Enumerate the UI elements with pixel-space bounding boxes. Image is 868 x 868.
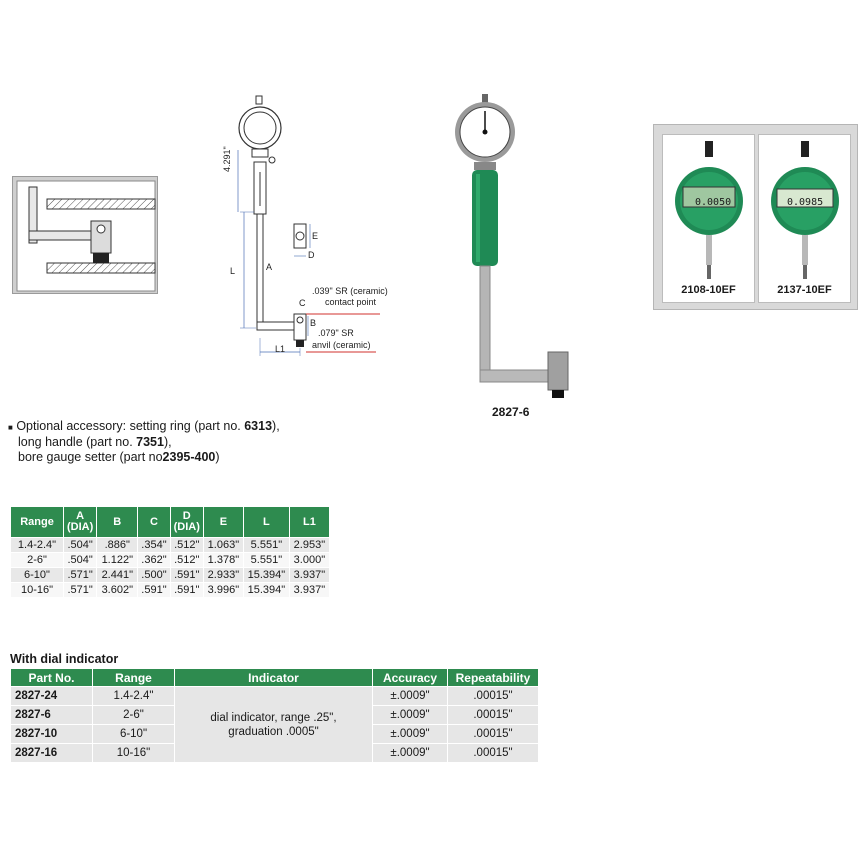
- dim-L-label: L: [230, 266, 236, 276]
- dimension-drawing: [210, 90, 400, 370]
- note-line1-part: 6313: [244, 419, 273, 433]
- anvil-callout-2: anvil (ceramic): [312, 340, 371, 350]
- table-row: 10-16".571"3.602".591".591"3.996"15.394"…: [10, 582, 330, 598]
- spec-header-d: D(DIA): [169, 506, 204, 538]
- dim-height-label: 4.291": [222, 146, 232, 172]
- digital-indicator-2137-image: [771, 141, 839, 279]
- dial-table-title: With dial indicator: [10, 652, 119, 666]
- product-photo: [440, 92, 590, 402]
- spec-header-l: L: [242, 506, 290, 538]
- spec-header-l1: L1: [288, 506, 330, 538]
- dial-header-indicator: Indicator: [174, 668, 373, 687]
- dial-header-part: Part No.: [10, 668, 93, 687]
- table-row: 1.4-2.4".504".886".354".512"1.063"5.551"…: [10, 537, 330, 553]
- spec-header-c: C: [137, 506, 171, 538]
- indicator-card-2137: 0.0985 2137-10EF: [758, 134, 851, 303]
- dim-C-label: C: [299, 298, 306, 308]
- note-line3-text: bore gauge setter (part no: [18, 450, 163, 464]
- dial-header-range: Range: [92, 668, 175, 687]
- dial-indicator-table: Part No. Range Indicator Accuracy Repeat…: [10, 668, 539, 763]
- dial-header-accuracy: Accuracy: [372, 668, 448, 687]
- dim-B-label: B: [310, 318, 317, 328]
- indicator-card-2108: 0.0050 2108-10EF: [662, 134, 755, 303]
- table-row: 6-10".571"2.441".500".591"2.933"15.394"3…: [10, 567, 330, 583]
- note-line3-part: 2395-400: [162, 450, 216, 464]
- digital-indicator-panel: 0.0050 2108-10EF 0.0985 2137-10EF: [653, 124, 858, 310]
- usage-illustration: [12, 176, 158, 294]
- note-line3-end: ): [215, 450, 220, 464]
- contact-point-callout-2: contact point: [325, 297, 377, 307]
- specification-table: Range A(DIA) B C D(DIA) E L L1 1.4-2.4".…: [10, 506, 330, 598]
- note-line1-end: ),: [272, 419, 280, 433]
- bore-gauge-outline: [237, 95, 380, 356]
- digital-indicator-2108-image: [675, 141, 743, 279]
- note-line-1: ■ Optional accessory: setting ring (part…: [8, 419, 280, 435]
- dial-header-row: Part No. Range Indicator Accuracy Repeat…: [10, 668, 539, 687]
- dim-A-label: A: [266, 262, 273, 272]
- note-line2-part: 7351: [136, 435, 164, 449]
- indicator-description: dial indicator, range .25", graduation .…: [174, 686, 373, 763]
- spec-header-b: B: [96, 506, 139, 538]
- indicator-reading-2108: 0.0050: [695, 197, 732, 208]
- note-line-2: long handle (part no. 7351),: [8, 435, 280, 450]
- indicator-model-2137: 2137-10EF: [777, 284, 832, 296]
- indicator-reading-2137: 0.0985: [787, 197, 824, 208]
- anvil-callout: .079" SR: [318, 328, 354, 338]
- table-row: 2827-16 10-16" ±.0009" .00015": [10, 743, 539, 763]
- spec-header-range: Range: [10, 506, 64, 538]
- note-line2-end: ),: [163, 435, 172, 449]
- table-row: 2827-24 1.4-2.4" dial indicator, range .…: [10, 686, 539, 763]
- note-line2-text: long handle (part no.: [18, 435, 137, 449]
- note-line-3: bore gauge setter (part no2395-400): [8, 450, 280, 465]
- indicator-model-2108: 2108-10EF: [681, 284, 736, 296]
- dial-header-repeatability: Repeatability: [447, 668, 539, 687]
- bore-cross-section-drawing: [16, 180, 156, 292]
- contact-point-callout: .039" SR (ceramic): [312, 286, 388, 296]
- dim-E-label: E: [312, 231, 319, 241]
- dim-L1-label: L1: [275, 344, 286, 354]
- dial-bore-gauge-illustration: [455, 94, 569, 398]
- table-row: 2827-6 2-6" ±.0009" .00015": [10, 705, 539, 725]
- note-line1-text: Optional accessory: setting ring (part n…: [16, 419, 245, 433]
- spec-header-a: A(DIA): [62, 506, 98, 538]
- table-row: 2827-10 6-10" ±.0009" .00015": [10, 724, 539, 744]
- optional-accessory-note: ■ Optional accessory: setting ring (part…: [8, 419, 280, 465]
- spec-header-row: Range A(DIA) B C D(DIA) E L L1: [10, 506, 330, 538]
- spec-header-e: E: [202, 506, 244, 538]
- dim-D-label: D: [308, 250, 315, 260]
- note-bullet: ■: [8, 423, 13, 432]
- table-row: 2-6".504"1.122".362".512"1.378"5.551"3.0…: [10, 552, 330, 568]
- product-caption: 2827-6: [492, 405, 530, 419]
